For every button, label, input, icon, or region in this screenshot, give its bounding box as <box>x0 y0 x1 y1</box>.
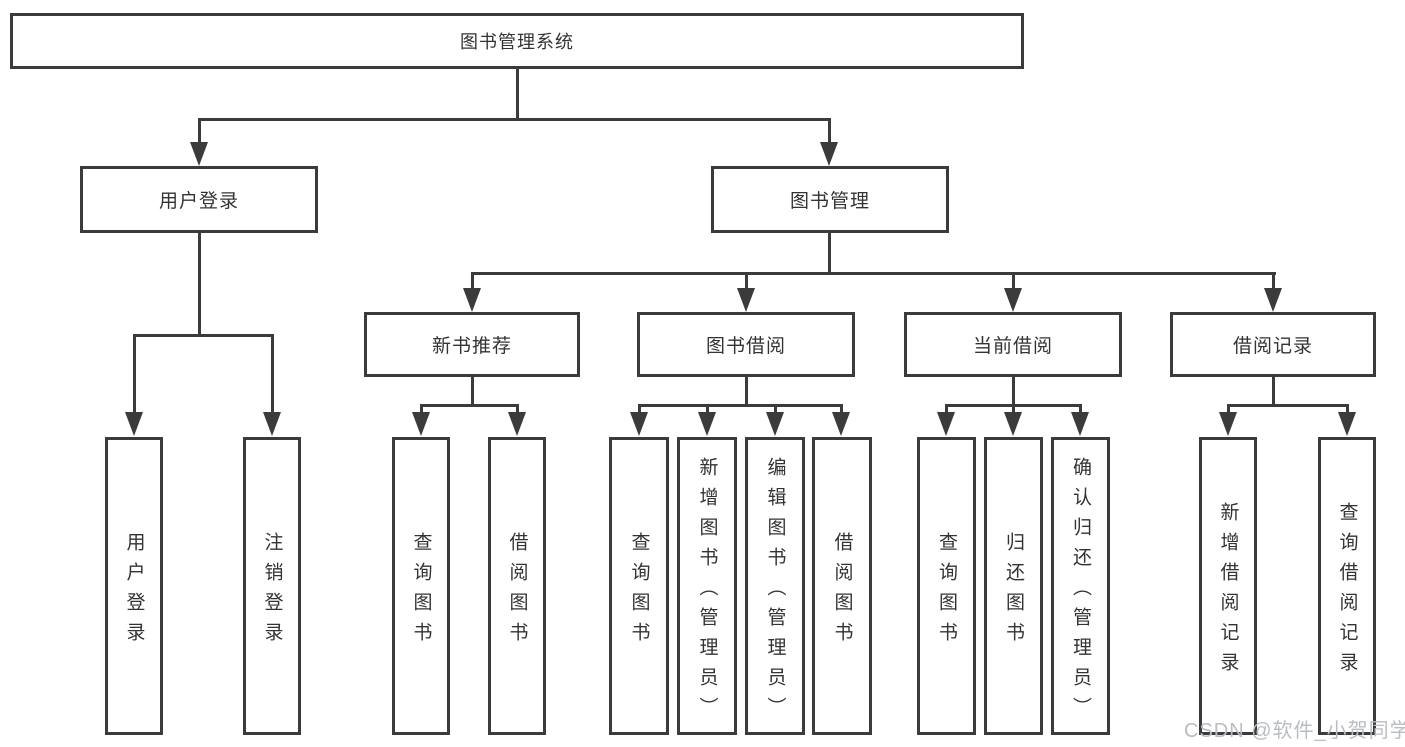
node-user-login: 用户登录 <box>80 166 318 233</box>
connector-line <box>828 120 831 146</box>
node-leaf-borrow-books-recommend: 借阅图书 <box>488 437 546 735</box>
arrow-down-icon <box>1004 288 1022 312</box>
connector-line <box>1012 404 1015 414</box>
arrow-down-icon <box>1338 412 1356 436</box>
node-new-book-recommendation: 新书推荐 <box>364 312 580 377</box>
connector-line <box>638 404 843 407</box>
arrow-down-icon <box>698 412 716 436</box>
node-book-management: 图书管理 <box>711 166 949 233</box>
connector-line <box>1227 404 1230 414</box>
connector-line <box>471 272 1276 275</box>
csdn-watermark: CSDN @软件_小贺同学 <box>1184 720 1405 742</box>
connector-line <box>471 272 474 290</box>
connector-line <box>516 404 519 414</box>
connector-line <box>133 334 136 414</box>
connector-line <box>745 272 748 290</box>
connector-line <box>420 404 423 414</box>
arrow-down-icon <box>125 412 143 436</box>
connector-line <box>198 120 201 146</box>
connector-line <box>706 404 709 414</box>
arrow-down-icon <box>1071 412 1089 436</box>
node-leaf-query-books-recommend: 查询图书 <box>392 437 450 735</box>
node-leaf-confirm-return-admin: 确认归还（管理员） <box>1051 437 1110 735</box>
node-borrowing-records: 借阅记录 <box>1170 312 1376 377</box>
arrow-down-icon <box>630 412 648 436</box>
connector-line <box>198 233 201 336</box>
arrow-down-icon <box>937 412 955 436</box>
node-leaf-add-borrow-record: 新增借阅记录 <box>1199 437 1257 735</box>
connector-line <box>1012 377 1015 406</box>
connector-line <box>945 404 948 414</box>
arrow-down-icon <box>820 142 838 166</box>
connector-line <box>471 377 474 406</box>
connector-line <box>133 334 273 337</box>
node-leaf-query-borrow-record: 查询借阅记录 <box>1318 437 1376 735</box>
node-current-borrowing: 当前借阅 <box>904 312 1122 377</box>
connector-line <box>516 69 519 120</box>
connector-line <box>1227 404 1349 407</box>
node-leaf-user-login: 用户登录 <box>105 437 163 735</box>
connector-line <box>1272 272 1275 290</box>
node-book-borrowing: 图书借阅 <box>637 312 855 377</box>
arrow-down-icon <box>463 288 481 312</box>
connector-line <box>420 404 519 407</box>
connector-line <box>745 377 748 406</box>
node-library-management-system: 图书管理系统 <box>10 13 1024 69</box>
node-leaf-add-books-admin: 新增图书（管理员） <box>677 437 737 735</box>
node-leaf-query-books-borrowing: 查询图书 <box>609 437 669 735</box>
connector-line <box>1346 404 1349 414</box>
arrow-down-icon <box>766 412 784 436</box>
connector-line <box>828 233 831 274</box>
node-leaf-logout: 注销登录 <box>243 437 301 735</box>
arrow-down-icon <box>1264 288 1282 312</box>
connector-line <box>638 404 641 414</box>
node-leaf-edit-books-admin: 编辑图书（管理员） <box>745 437 805 735</box>
node-leaf-query-books-current: 查询图书 <box>917 437 976 735</box>
arrow-down-icon <box>832 412 850 436</box>
node-leaf-borrow-books: 借阅图书 <box>812 437 872 735</box>
node-leaf-return-books: 归还图书 <box>984 437 1043 735</box>
arrow-down-icon <box>737 288 755 312</box>
connector-line <box>1079 404 1082 414</box>
arrow-down-icon <box>1219 412 1237 436</box>
connector-line <box>1012 272 1015 290</box>
arrow-down-icon <box>190 142 208 166</box>
arrow-down-icon <box>263 412 281 436</box>
connector-line <box>198 118 831 121</box>
arrow-down-icon <box>412 412 430 436</box>
arrow-down-icon <box>508 412 526 436</box>
connector-line <box>1272 377 1275 406</box>
connector-line <box>774 404 777 414</box>
connector-line <box>840 404 843 414</box>
arrow-down-icon <box>1004 412 1022 436</box>
connector-line <box>271 334 274 414</box>
